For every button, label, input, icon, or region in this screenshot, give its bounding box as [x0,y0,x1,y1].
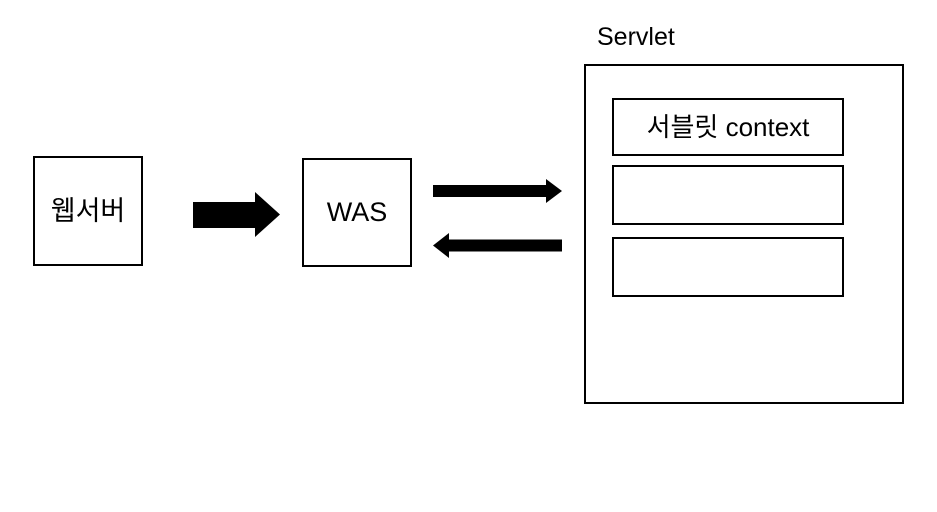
was-label: WAS [326,197,388,227]
arrow-right-icon [193,192,280,237]
servlet-empty-box [612,237,844,297]
arrow-left-icon [433,233,562,258]
servlet-title: Servlet [597,23,675,51]
servlet-context-box: 서블릿 context [612,98,844,156]
servlet-empty-box [612,165,844,225]
was-box: WAS [302,158,412,267]
web-server-box: 웹서버 [33,156,143,266]
arrow-right-icon [433,179,562,203]
servlet-context-label: 서블릿 context [646,112,810,142]
web-server-label: 웹서버 [50,195,126,226]
